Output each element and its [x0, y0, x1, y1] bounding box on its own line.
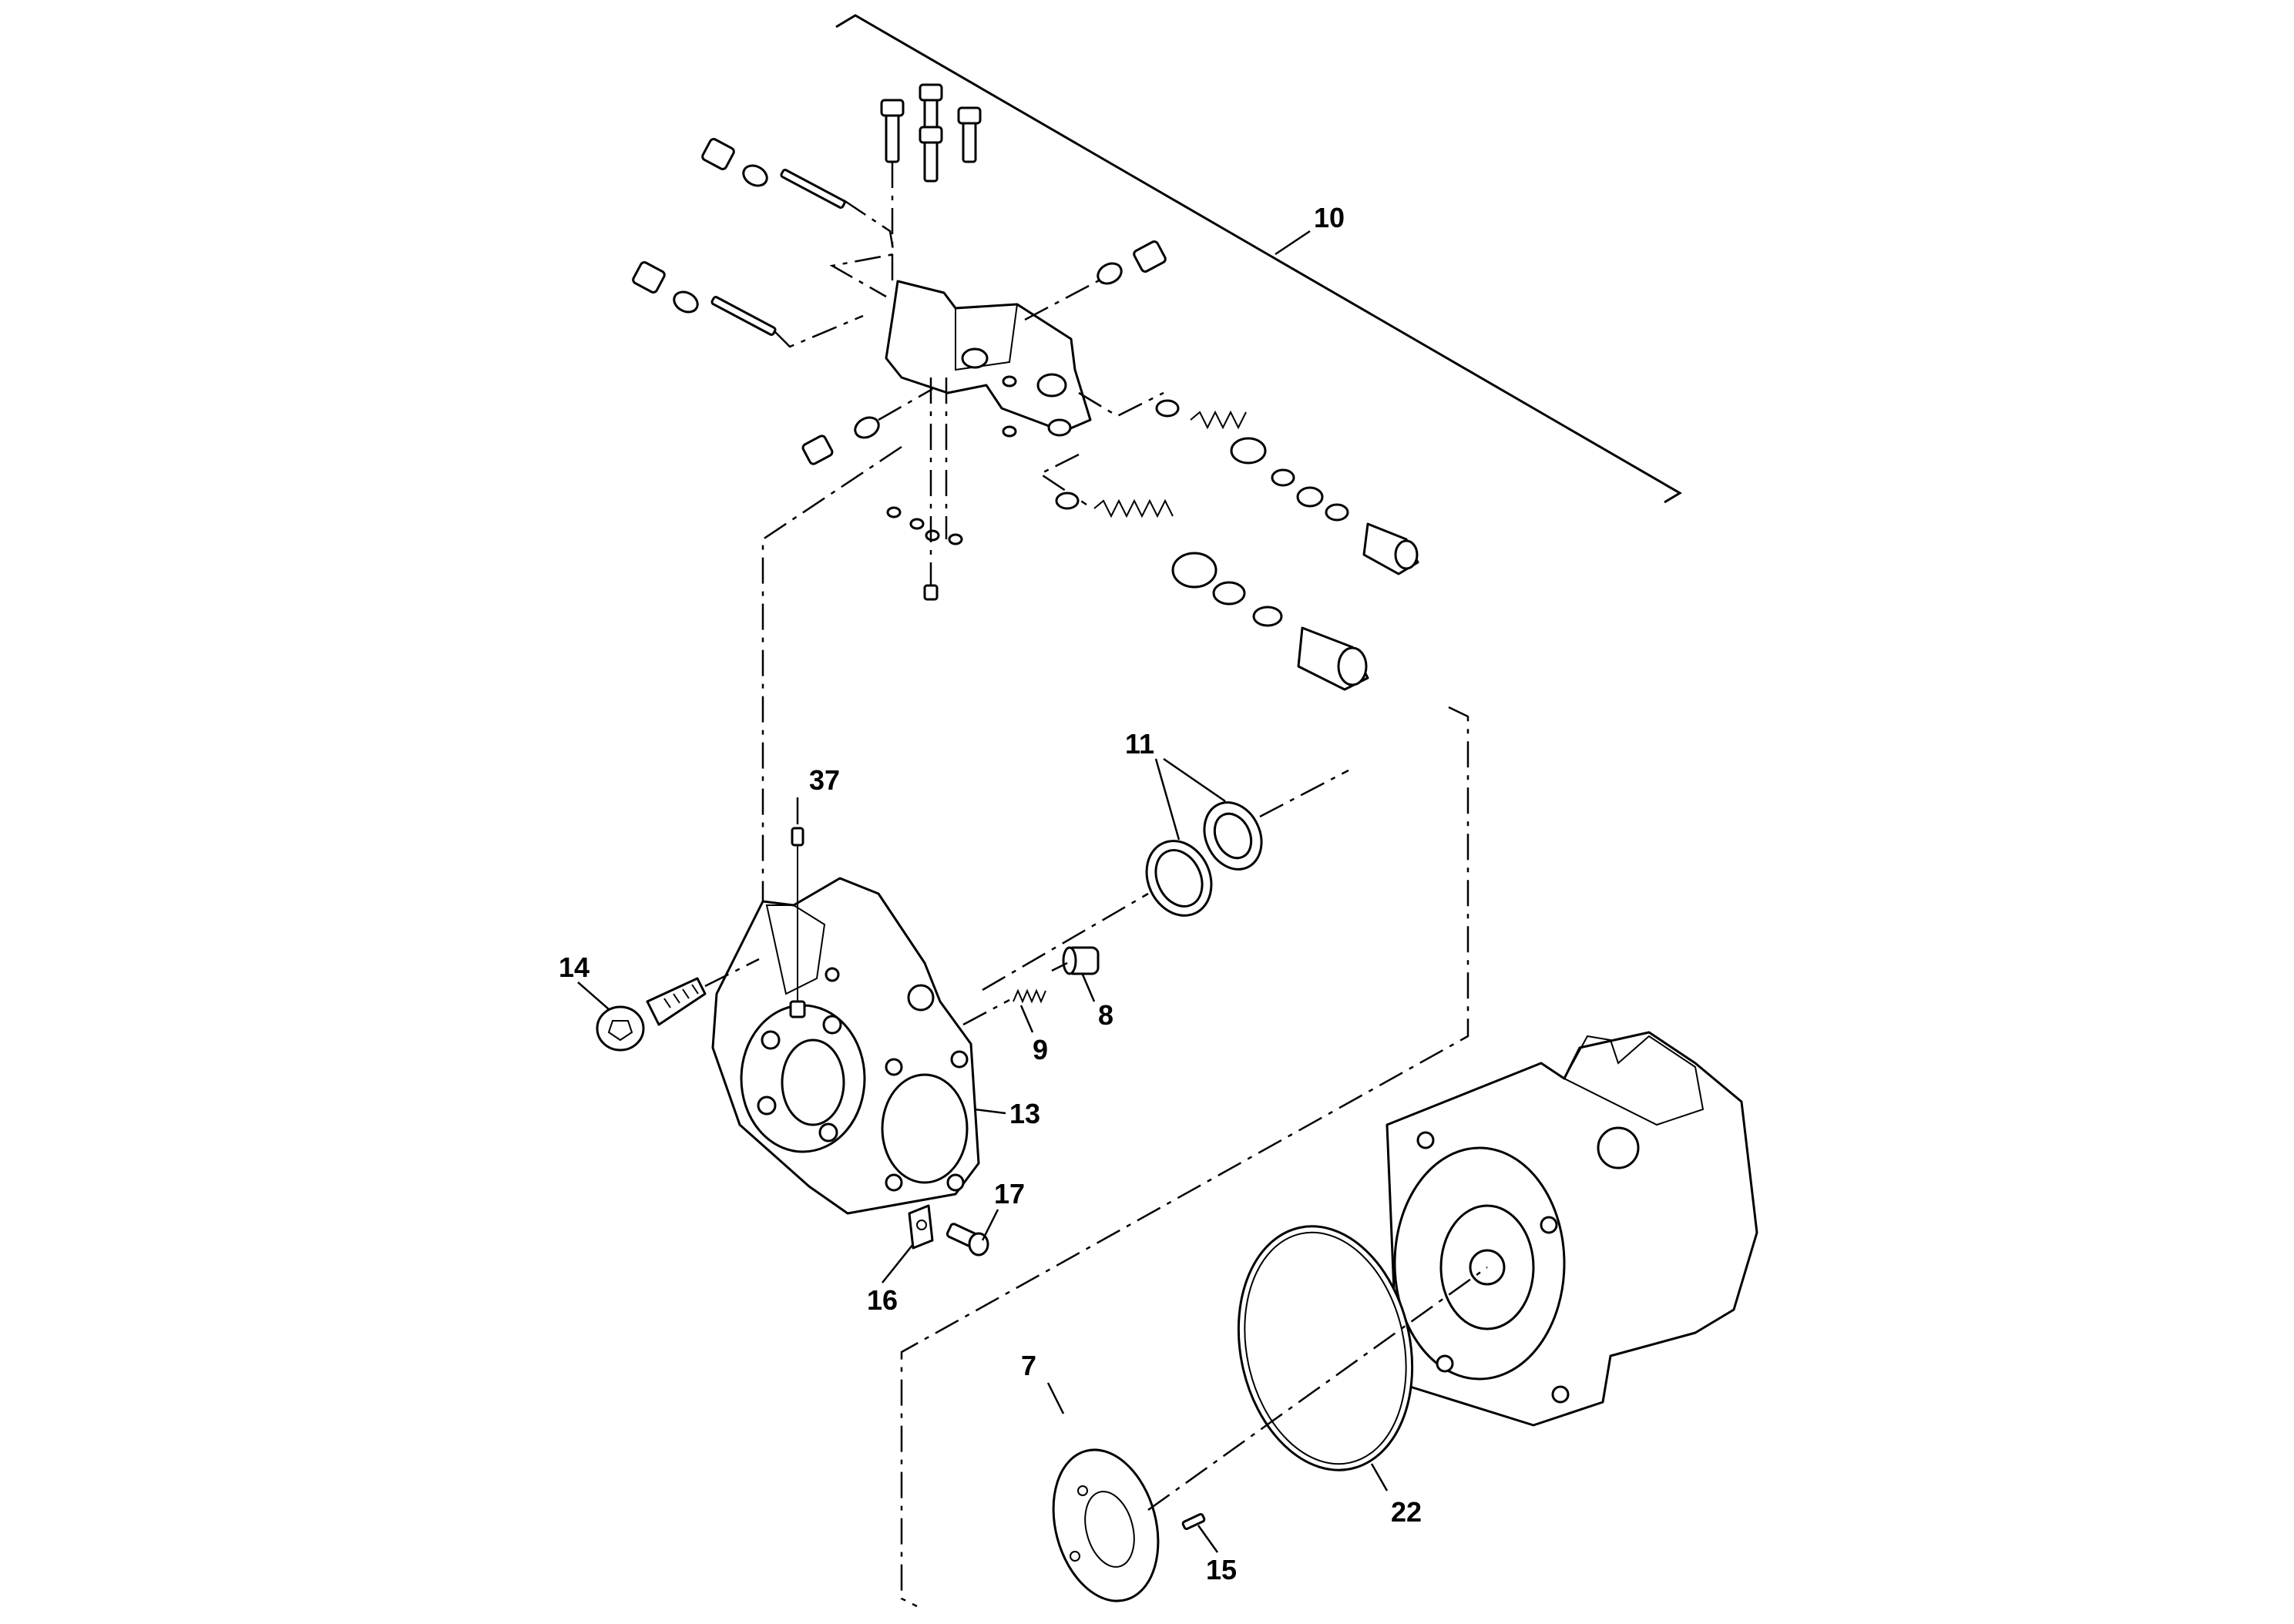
callout-15: 15	[1206, 1554, 1237, 1585]
callout-37: 37	[809, 764, 840, 796]
plate-16	[908, 1204, 934, 1250]
callout-10: 10	[1314, 202, 1345, 233]
plug-8	[1051, 946, 1100, 975]
callout-7: 7	[1021, 1350, 1036, 1381]
spring-set-lower	[1038, 453, 1369, 691]
plug-upper-left	[701, 138, 895, 298]
small-seals	[886, 377, 963, 601]
callout-9: 9	[1033, 1034, 1048, 1065]
spring-set-upper	[1078, 391, 1419, 575]
callout-17: 17	[994, 1178, 1025, 1210]
screw-17	[945, 1223, 989, 1257]
cap-screw-top-1	[880, 99, 905, 163]
bolt-14	[596, 958, 760, 1052]
plug-left	[801, 388, 933, 465]
centerline-bottom	[1147, 1266, 1488, 1512]
o-ring-22	[1237, 1225, 1414, 1471]
callout-16: 16	[867, 1284, 898, 1316]
control-valve-assembly	[632, 83, 1419, 691]
callout-11: 11	[1125, 728, 1154, 760]
plug-37	[789, 827, 806, 1018]
assembly-10-bracket	[835, 14, 1682, 504]
callout-labels: 10 11 37 14 8 9 13 17 16 7 22 15	[559, 202, 1422, 1585]
spring-9	[962, 988, 1046, 1026]
plug-upper-right	[1024, 240, 1167, 321]
cap-screw-top-4	[919, 126, 943, 183]
callout-22: 22	[1391, 1496, 1422, 1528]
centerline-valve-to-housing	[761, 445, 902, 986]
bearing-11	[982, 769, 1349, 992]
callout-13: 13	[1009, 1098, 1040, 1129]
valve-body	[885, 280, 1092, 438]
callout-8: 8	[1098, 999, 1113, 1031]
pin-15	[1181, 1513, 1206, 1530]
pump-casing	[1385, 1031, 1758, 1427]
callout-14: 14	[559, 951, 589, 983]
leader-lines	[577, 757, 1389, 1553]
housing-group-bracket	[900, 706, 1469, 1608]
plug-lower-left	[632, 261, 864, 348]
cap-screw-top-3	[957, 106, 982, 163]
port-housing-13	[711, 877, 980, 1215]
valve-plate-7	[1052, 1448, 1160, 1602]
